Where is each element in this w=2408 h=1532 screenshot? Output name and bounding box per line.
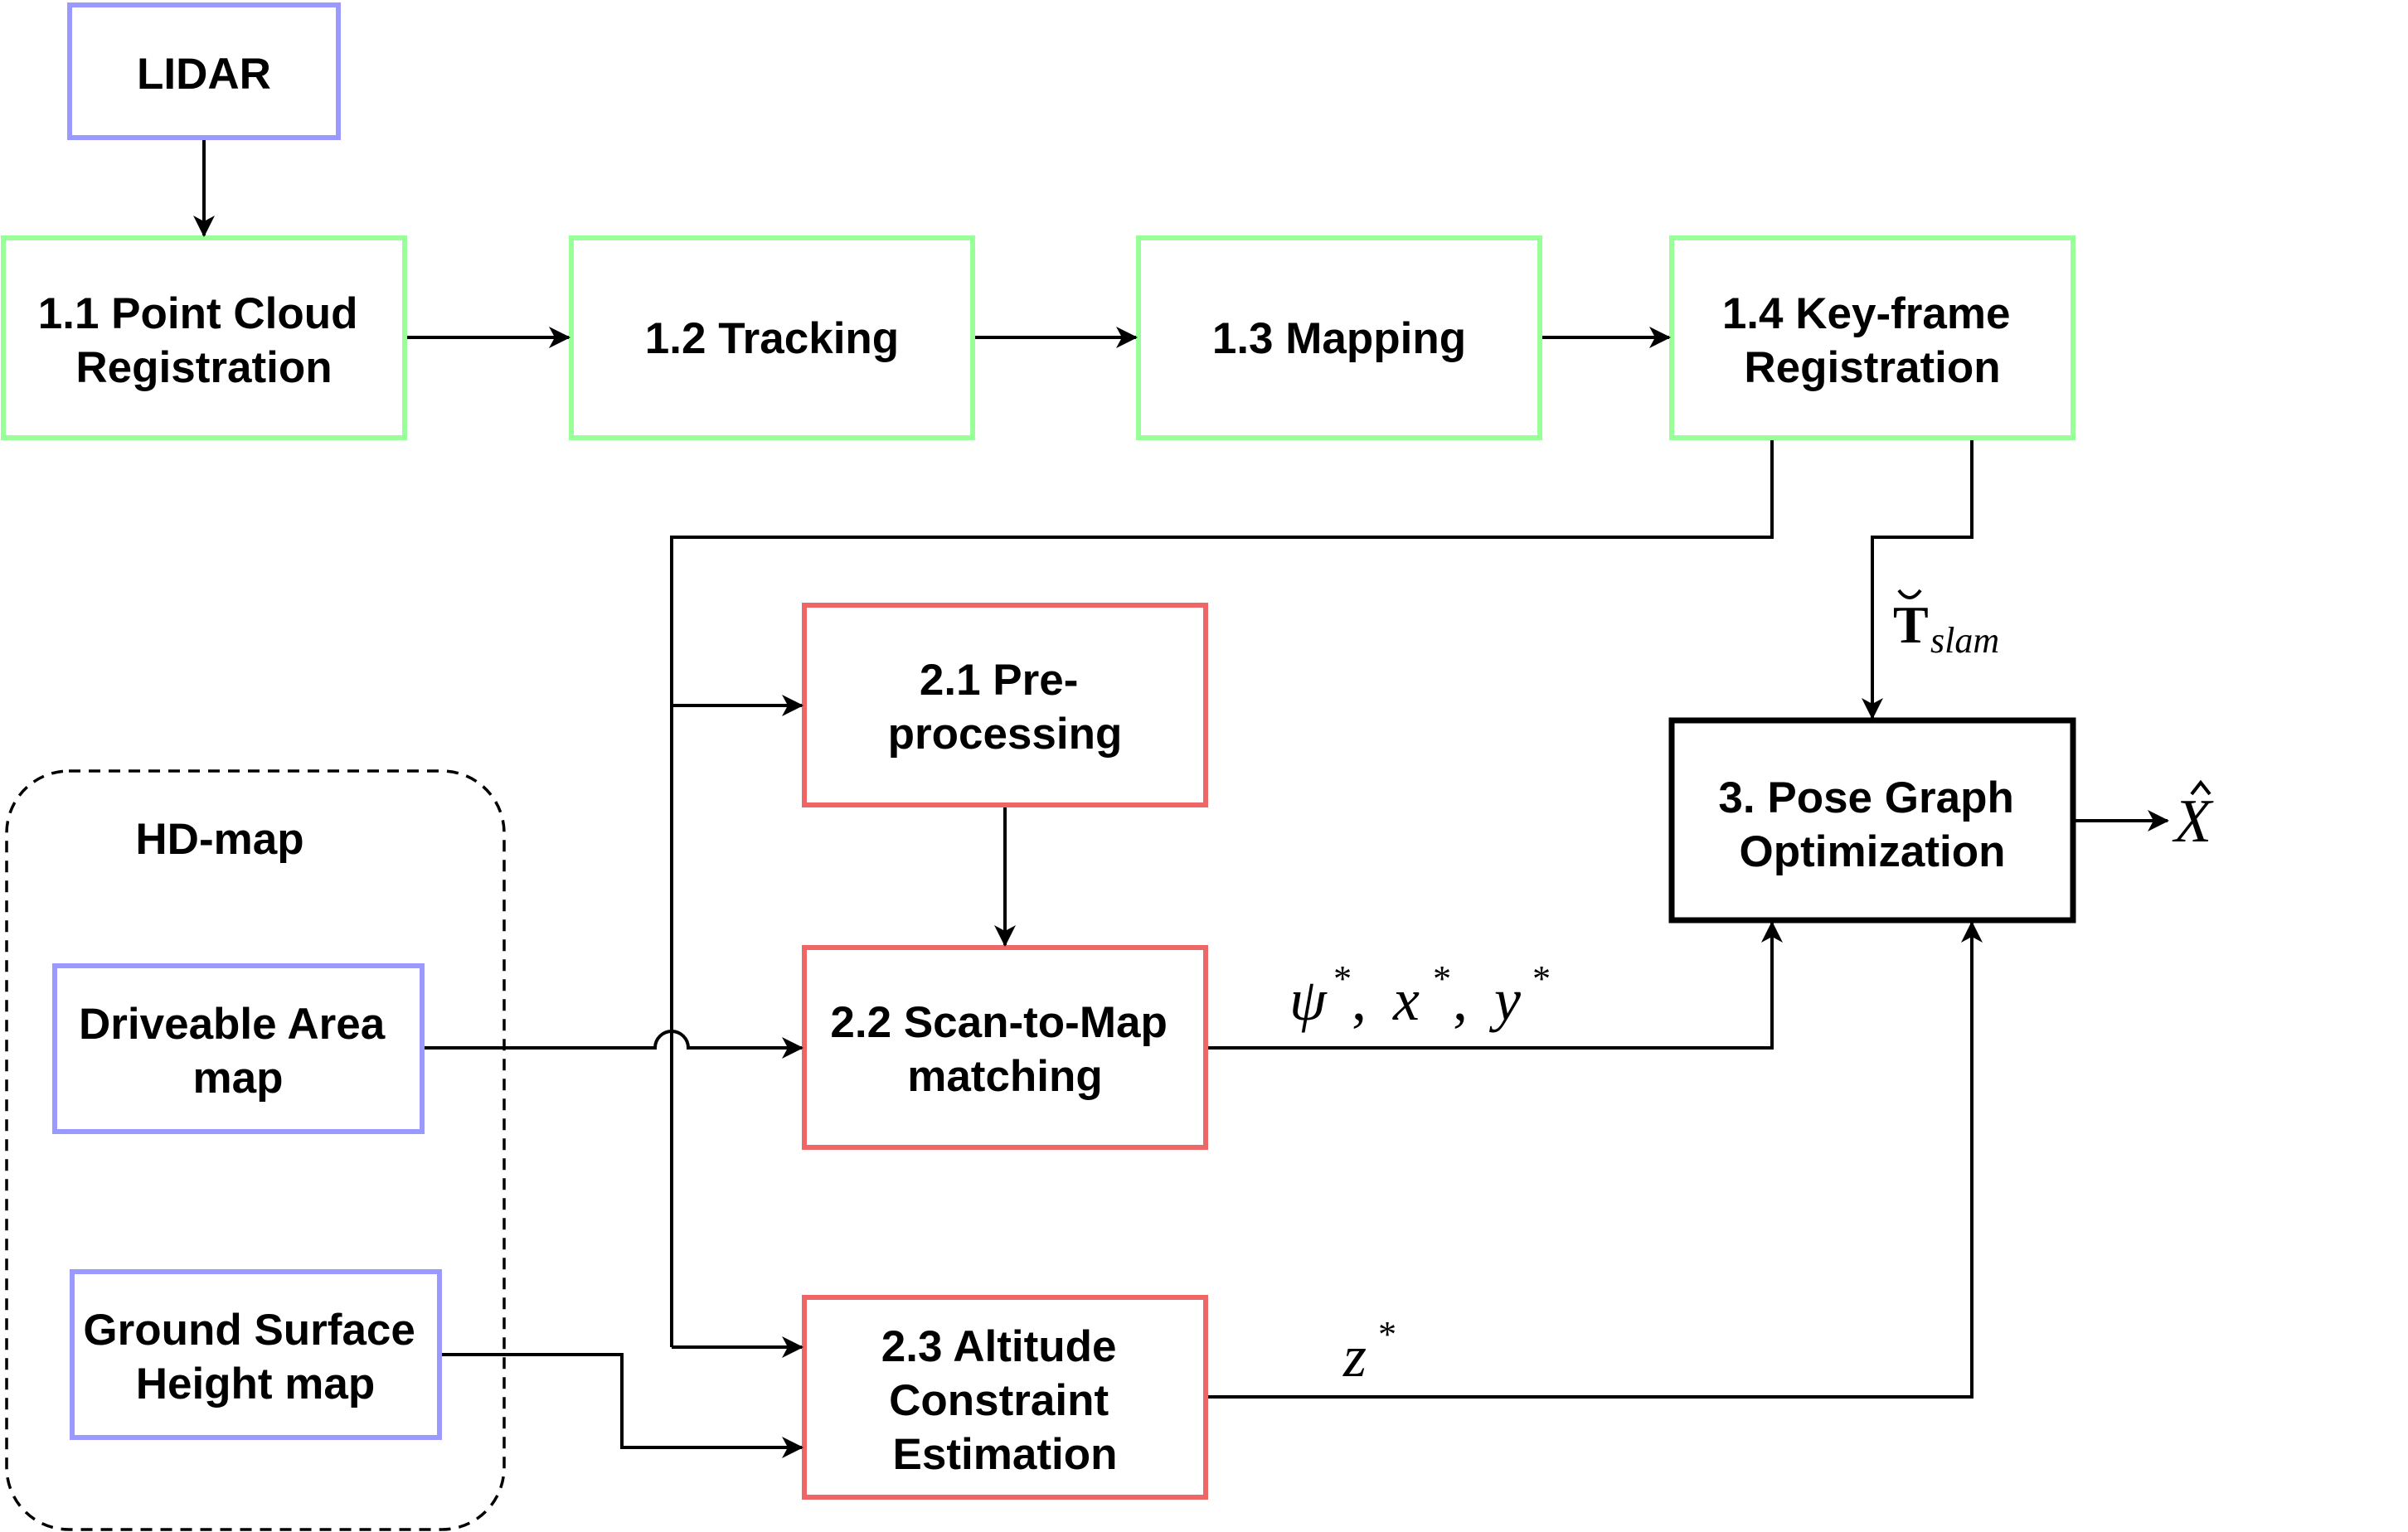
lidar-label: LIDAR [137, 50, 271, 99]
edge-ground-to-altitude [442, 1353, 803, 1458]
tracking-label: 1.2 Tracking [645, 314, 899, 363]
scan-to-map-matching-label: 2.2 Scan-to-Map matching [830, 998, 1179, 1101]
svg-text:slam: slam [1930, 620, 1999, 661]
ground-surface-height-map-label: Ground Surface Height map [83, 1306, 427, 1408]
tracking-box [569, 235, 975, 440]
z-label: z * [1342, 1314, 1395, 1389]
pre-processing-box [802, 603, 1208, 807]
svg-text:*: * [1376, 1314, 1395, 1355]
driveable-area-map-label: Driveable Area map [79, 1000, 397, 1103]
scan-to-map-matching-box [802, 945, 1208, 1150]
hd-map-title: HD-map [135, 815, 303, 864]
psi-x-y-label: ψ * , x * , y * [1289, 958, 1549, 1033]
svg-text:ψ: ψ [1289, 967, 1328, 1033]
svg-text:*: * [1431, 958, 1449, 999]
ground-surface-height-map-box [70, 1269, 442, 1440]
svg-text:,: , [1453, 967, 1468, 1033]
svg-text:T: T [1893, 595, 1929, 654]
svg-text:z: z [1342, 1323, 1367, 1389]
pose-graph-optimization-label: 3. Pose Graph Optimization [1718, 773, 2026, 876]
edge-keyframe-bus [670, 440, 1774, 1347]
pre-processing-label: 2.1 Pre- processing [888, 656, 1123, 759]
edge-keyframe-to-pose-graph [1862, 440, 1973, 720]
driveable-area-map-box [52, 963, 425, 1134]
breve-mark [1897, 589, 1922, 599]
hd-map-group [5, 769, 506, 1531]
svg-text:*: * [1531, 958, 1549, 999]
lidar-box [67, 2, 341, 140]
svg-text:y: y [1488, 967, 1521, 1033]
point-cloud-registration-box [1, 235, 407, 440]
svg-text:x: x [1392, 967, 1420, 1033]
mapping-box [1136, 235, 1542, 440]
x-hat-output-label: X [2172, 779, 2214, 856]
edge-driveable-to-scan-matching [425, 1030, 803, 1059]
t-slam-label: T slam [1893, 589, 1999, 661]
svg-text:*: * [1332, 958, 1350, 999]
point-cloud-registration-label: 1.1 Point Cloud Registration [38, 289, 370, 392]
pose-graph-optimization-box [1668, 717, 2076, 924]
key-frame-registration-label: 1.4 Key-frame Registration [1722, 289, 2022, 392]
hat-mark [2190, 779, 2211, 796]
svg-text:,: , [1352, 967, 1367, 1033]
svg-text:X: X [2172, 788, 2214, 856]
mapping-label: 1.3 Mapping [1212, 314, 1466, 363]
altitude-constraint-estimation-label: 2.3 Altitude Constraint Estimation [881, 1322, 1129, 1479]
edge-altitude-to-pose-graph [1208, 921, 1983, 1399]
key-frame-registration-box [1669, 235, 2075, 440]
edge-scan-matching-to-pose-graph [1208, 921, 1783, 1050]
altitude-constraint-estimation-box [802, 1295, 1208, 1500]
